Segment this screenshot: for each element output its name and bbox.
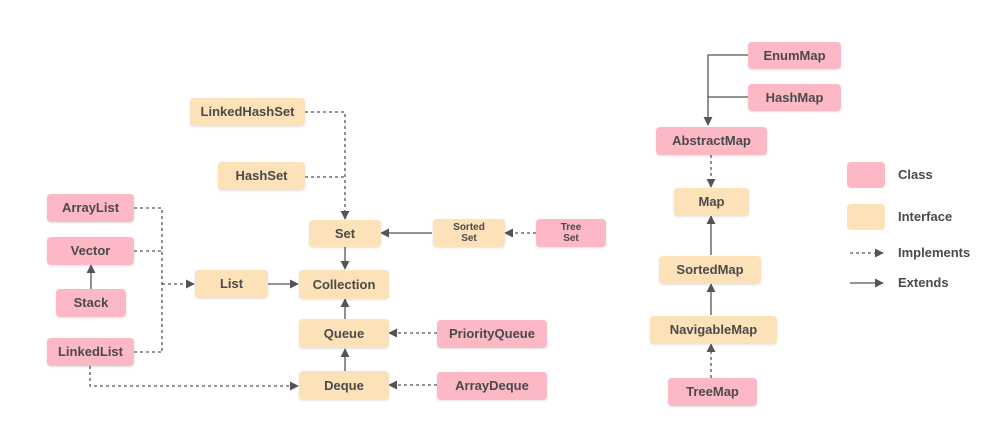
node-arraydeque[interactable]: ArrayDeque <box>437 372 547 400</box>
node-treemap[interactable]: TreeMap <box>668 378 757 406</box>
node-sortedset[interactable]: Sorted Set <box>433 219 505 247</box>
node-list[interactable]: List <box>195 270 268 298</box>
node-hashmap[interactable]: HashMap <box>748 84 841 111</box>
edge-linkedlist-deque <box>89 366 299 391</box>
node-stack[interactable]: Stack <box>56 289 126 317</box>
node-set[interactable]: Set <box>309 220 381 247</box>
node-vector[interactable]: Vector <box>47 237 134 265</box>
node-arraylist[interactable]: ArrayList <box>47 194 134 222</box>
legend-interface-swatch <box>847 204 885 230</box>
edge-linkedhashset-set <box>305 111 350 220</box>
node-deque[interactable]: Deque <box>299 371 389 400</box>
edge-enummap-abstractmap <box>703 54 748 126</box>
node-hashset[interactable]: HashSet <box>218 162 305 190</box>
node-sortedmap[interactable]: SortedMap <box>659 256 761 284</box>
node-abstractmap[interactable]: AbstractMap <box>656 127 767 155</box>
legend-class-swatch <box>847 162 885 188</box>
edge-arraylist-list <box>134 207 163 352</box>
node-queue[interactable]: Queue <box>299 319 389 348</box>
node-map[interactable]: Map <box>674 188 749 216</box>
legend-interface-label: Interface <box>898 209 953 224</box>
legend-class-label: Class <box>898 167 933 182</box>
legend-extends-label: Extends <box>898 275 949 290</box>
node-navigablemap[interactable]: NavigableMap <box>650 316 777 344</box>
node-linkedlist[interactable]: LinkedList <box>47 338 134 366</box>
node-linkedhashset[interactable]: LinkedHashSet <box>190 98 305 126</box>
node-collection[interactable]: Collection <box>299 270 389 299</box>
node-treeset[interactable]: Tree Set <box>536 219 606 247</box>
node-priorityqueue[interactable]: PriorityQueue <box>437 320 547 348</box>
node-enummap[interactable]: EnumMap <box>748 42 841 69</box>
legend-implements-label: Implements <box>898 245 971 260</box>
